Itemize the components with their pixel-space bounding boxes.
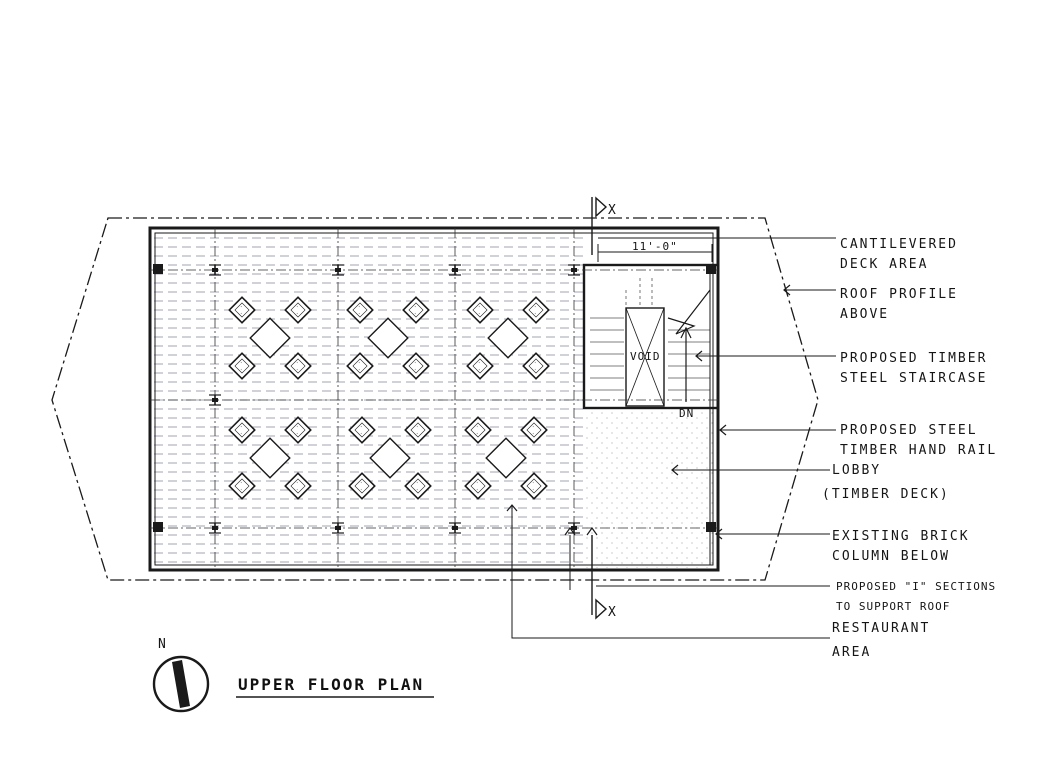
restaurant-floor <box>152 230 586 568</box>
leader-arrowheads <box>506 284 791 540</box>
callout-lobby-1: LOBBY <box>832 463 881 478</box>
brick-columns <box>153 264 716 532</box>
callout-i-sections-2: TO SUPPORT ROOF <box>836 600 950 613</box>
section-marker-top: X <box>608 203 618 218</box>
drawing-title: UPPER FLOOR PLAN <box>238 675 424 694</box>
void-cross-2 <box>625 307 665 407</box>
callout-staircase-2: STEEL STAIRCASE <box>840 371 987 386</box>
outer-wall-inner-line <box>154 232 714 566</box>
stair-void <box>625 307 665 407</box>
void-label: VOID <box>630 350 661 363</box>
callout-lobby-2: (TIMBER DECK) <box>822 487 950 502</box>
dimension-label: 11'-0" <box>632 240 678 253</box>
callout-brick-column-2: COLUMN BELOW <box>832 549 950 564</box>
down-label: DN <box>679 407 694 420</box>
roof-profile-outline <box>51 217 819 581</box>
section-line <box>569 196 608 620</box>
callout-i-sections-1: PROPOSED "I" SECTIONS <box>836 580 996 593</box>
callout-hand-rail-1: PROPOSED STEEL <box>840 423 978 438</box>
lobby-floor <box>586 408 716 568</box>
north-arrow-icon <box>152 655 210 713</box>
stair-break-line <box>667 289 711 335</box>
stair-enclosure <box>582 263 720 410</box>
dimension-line <box>597 244 713 262</box>
callout-cantilevered-deck-1: CANTILEVERED <box>840 237 958 252</box>
callout-roof-profile-1: ROOF PROFILE <box>840 287 958 302</box>
stair-arrowhead <box>680 326 692 339</box>
section-marker-bottom: X <box>608 605 618 620</box>
callout-hand-rail-2: TIMBER HAND RAIL <box>840 443 997 458</box>
callout-cantilevered-deck-2: DECK AREA <box>840 257 928 272</box>
leader-lines <box>511 237 836 639</box>
callout-staircase-1: PROPOSED TIMBER <box>840 351 987 366</box>
structural-grid <box>150 228 718 570</box>
callout-brick-column-1: EXISTING BRICK <box>832 529 970 544</box>
callout-roof-profile-2: ABOVE <box>840 307 889 322</box>
callout-restaurant-1: RESTAURANT <box>832 621 930 636</box>
north-label: N <box>158 637 168 652</box>
callout-restaurant-2: AREA <box>832 645 871 660</box>
stair-treads <box>590 278 710 391</box>
